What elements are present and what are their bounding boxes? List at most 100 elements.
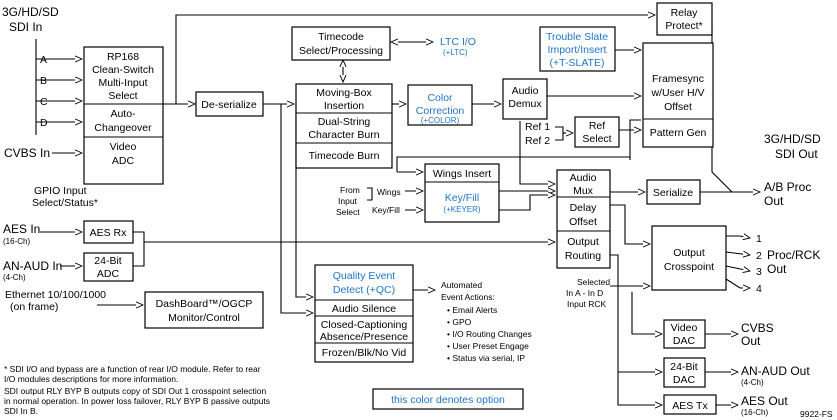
rp168-box (83, 46, 164, 185)
deserialize-label: De-serialize (201, 99, 257, 111)
key-fill-label: Key/Fill (445, 192, 479, 204)
aes-out-label: AES Out (741, 394, 788, 408)
moving-box-line1: Moving-Box (316, 87, 372, 99)
sdi-in-label-2: SDI In (9, 20, 42, 34)
note-line: SDI output RLY BYP B outputs copy of SDI… (4, 386, 266, 396)
labels: 3G/HD/SD SDI In A B C D CVBS In GPIO Inp… (2, 5, 833, 419)
cvbs-in-label: CVBS In (4, 146, 50, 160)
timecode-line1: Timecode (318, 31, 364, 43)
adc24-line1: 24-Bit (94, 255, 122, 267)
cvbs-out-line2: Out (741, 334, 761, 348)
proc-rck-line2: Out (767, 262, 787, 276)
video-dac-line2: DAC (673, 335, 696, 347)
color-corr-line2: Correction (416, 105, 465, 117)
ethernet-label-2: (on frame) (10, 301, 58, 313)
delay-line2: Offset (569, 216, 597, 228)
blocks (83, 2, 727, 415)
figure-id: 9922-FS (800, 409, 833, 419)
trouble-slate-box (539, 26, 616, 72)
output-routing-line1: Output (567, 236, 599, 248)
audio-mux-box (556, 169, 611, 269)
ab-proc-line2: Out (764, 194, 784, 208)
output-routing-line2: Routing (565, 250, 601, 262)
wings-line-label: Wings (377, 187, 401, 197)
framesync-line3: Offset (664, 101, 692, 113)
key-fill-sub: (+KEYER) (443, 205, 480, 214)
adc24-line2: ADC (97, 268, 120, 280)
rck-num: 2 (756, 250, 762, 262)
crosspoint-box (651, 225, 727, 291)
sdi-letter-b: B (40, 75, 47, 87)
ref1-label: Ref 1 (525, 121, 550, 133)
quality-event-box (314, 264, 414, 363)
dac24-box (663, 357, 706, 388)
rp168-line2: Clean-Switch (92, 64, 154, 76)
relay-box (656, 2, 713, 36)
dac24-line2: DAC (673, 374, 696, 386)
trouble-slate-line3: (+T-SLATE) (550, 57, 605, 69)
dashboard-line2: Monitor/Control (168, 312, 240, 324)
framesync-line1: Framesync (652, 73, 704, 85)
ltc-sub: (+LTC) (443, 48, 468, 57)
wings-insert-label: Wings Insert (433, 168, 491, 180)
sdi-out-line1: 3G/HD/SD (764, 132, 821, 146)
video-adc-line2: ADC (112, 155, 135, 167)
audio-demux-box (502, 78, 548, 120)
cvbs-out-line1: CVBS (741, 321, 774, 335)
audio-silence-label: Audio Silence (332, 303, 396, 315)
color-corr-line1: Color (427, 92, 453, 104)
audio-mux-line1: Audio (570, 172, 597, 184)
action-item: • Email Alerts (447, 305, 497, 315)
proc-rck-line1: Proc/RCK (767, 248, 820, 262)
gpio-label-1: GPIO Input (34, 185, 87, 197)
note-line: in normal operation. In power loss failo… (4, 396, 270, 406)
video-adc-line1: Video (110, 141, 137, 153)
aes-in-sub: (16-Ch) (3, 237, 30, 246)
keyfill-line-label: Key/Fill (372, 205, 400, 215)
aes-out-sub: (16-Ch) (741, 408, 768, 417)
moving-box-line2: Insertion (324, 100, 364, 112)
dashboard-line1: DashBoard™/OGCP (156, 298, 253, 310)
an-aud-in-label: AN-AUD In (3, 259, 62, 273)
sdi-letter-c: C (40, 96, 48, 108)
pattern-gen-label: Pattern Gen (650, 127, 707, 139)
video-dac-line1: Video (671, 322, 698, 334)
timecode-box (291, 26, 391, 61)
an-aud-in-sub: (4-Ch) (3, 273, 26, 282)
auto-line1: Auto- (110, 108, 136, 120)
color-corr-sub: (+COLOR) (421, 116, 460, 125)
dual-string-line2: Character Burn (308, 129, 379, 141)
trouble-slate-line2: Import/Insert (548, 44, 607, 56)
sdi-letter-a: A (40, 54, 47, 66)
ref-select-line1: Ref (589, 120, 605, 132)
audio-demux-line1: Audio (512, 85, 539, 97)
note-line: I/O modules descriptions for more inform… (4, 374, 178, 384)
aes-tx-box (663, 394, 717, 415)
audio-mux-line2: Mux (573, 185, 594, 197)
framesync-line2: w/User H/V (650, 87, 704, 99)
aes-tx-label: AES Tx (672, 400, 708, 412)
an-aud-out-sub: (4-Ch) (741, 378, 764, 387)
aes-rx-box (83, 220, 134, 244)
cc-line2: Absence/Presence (320, 331, 408, 343)
ref-select-box (574, 116, 620, 148)
relay-line2: Protect* (665, 20, 702, 32)
aes-in-label: AES In (3, 222, 40, 236)
serialize-box (646, 179, 701, 205)
frozen-label: Frozen/Blk/No Vid (322, 347, 407, 359)
rp168-line3: Multi-Input (98, 77, 147, 89)
action-item: • Status via serial, IP (447, 353, 525, 363)
aes-rx-label: AES Rx (90, 227, 128, 239)
note-line: SDI In B. (4, 406, 38, 416)
video-dac-box (663, 319, 706, 349)
ref-select-line2: Select (582, 133, 611, 145)
rp168-line4: Select (108, 90, 137, 102)
from-input-line1: From (340, 185, 360, 195)
sdi-out-line2: SDI Out (775, 147, 818, 161)
rck-num: 4 (756, 283, 762, 295)
dashboard-box (144, 291, 264, 329)
serialize-label: Serialize (653, 187, 693, 199)
crosspoint-line1: Output (673, 247, 705, 259)
timecode-line2: Select/Processing (299, 45, 383, 57)
